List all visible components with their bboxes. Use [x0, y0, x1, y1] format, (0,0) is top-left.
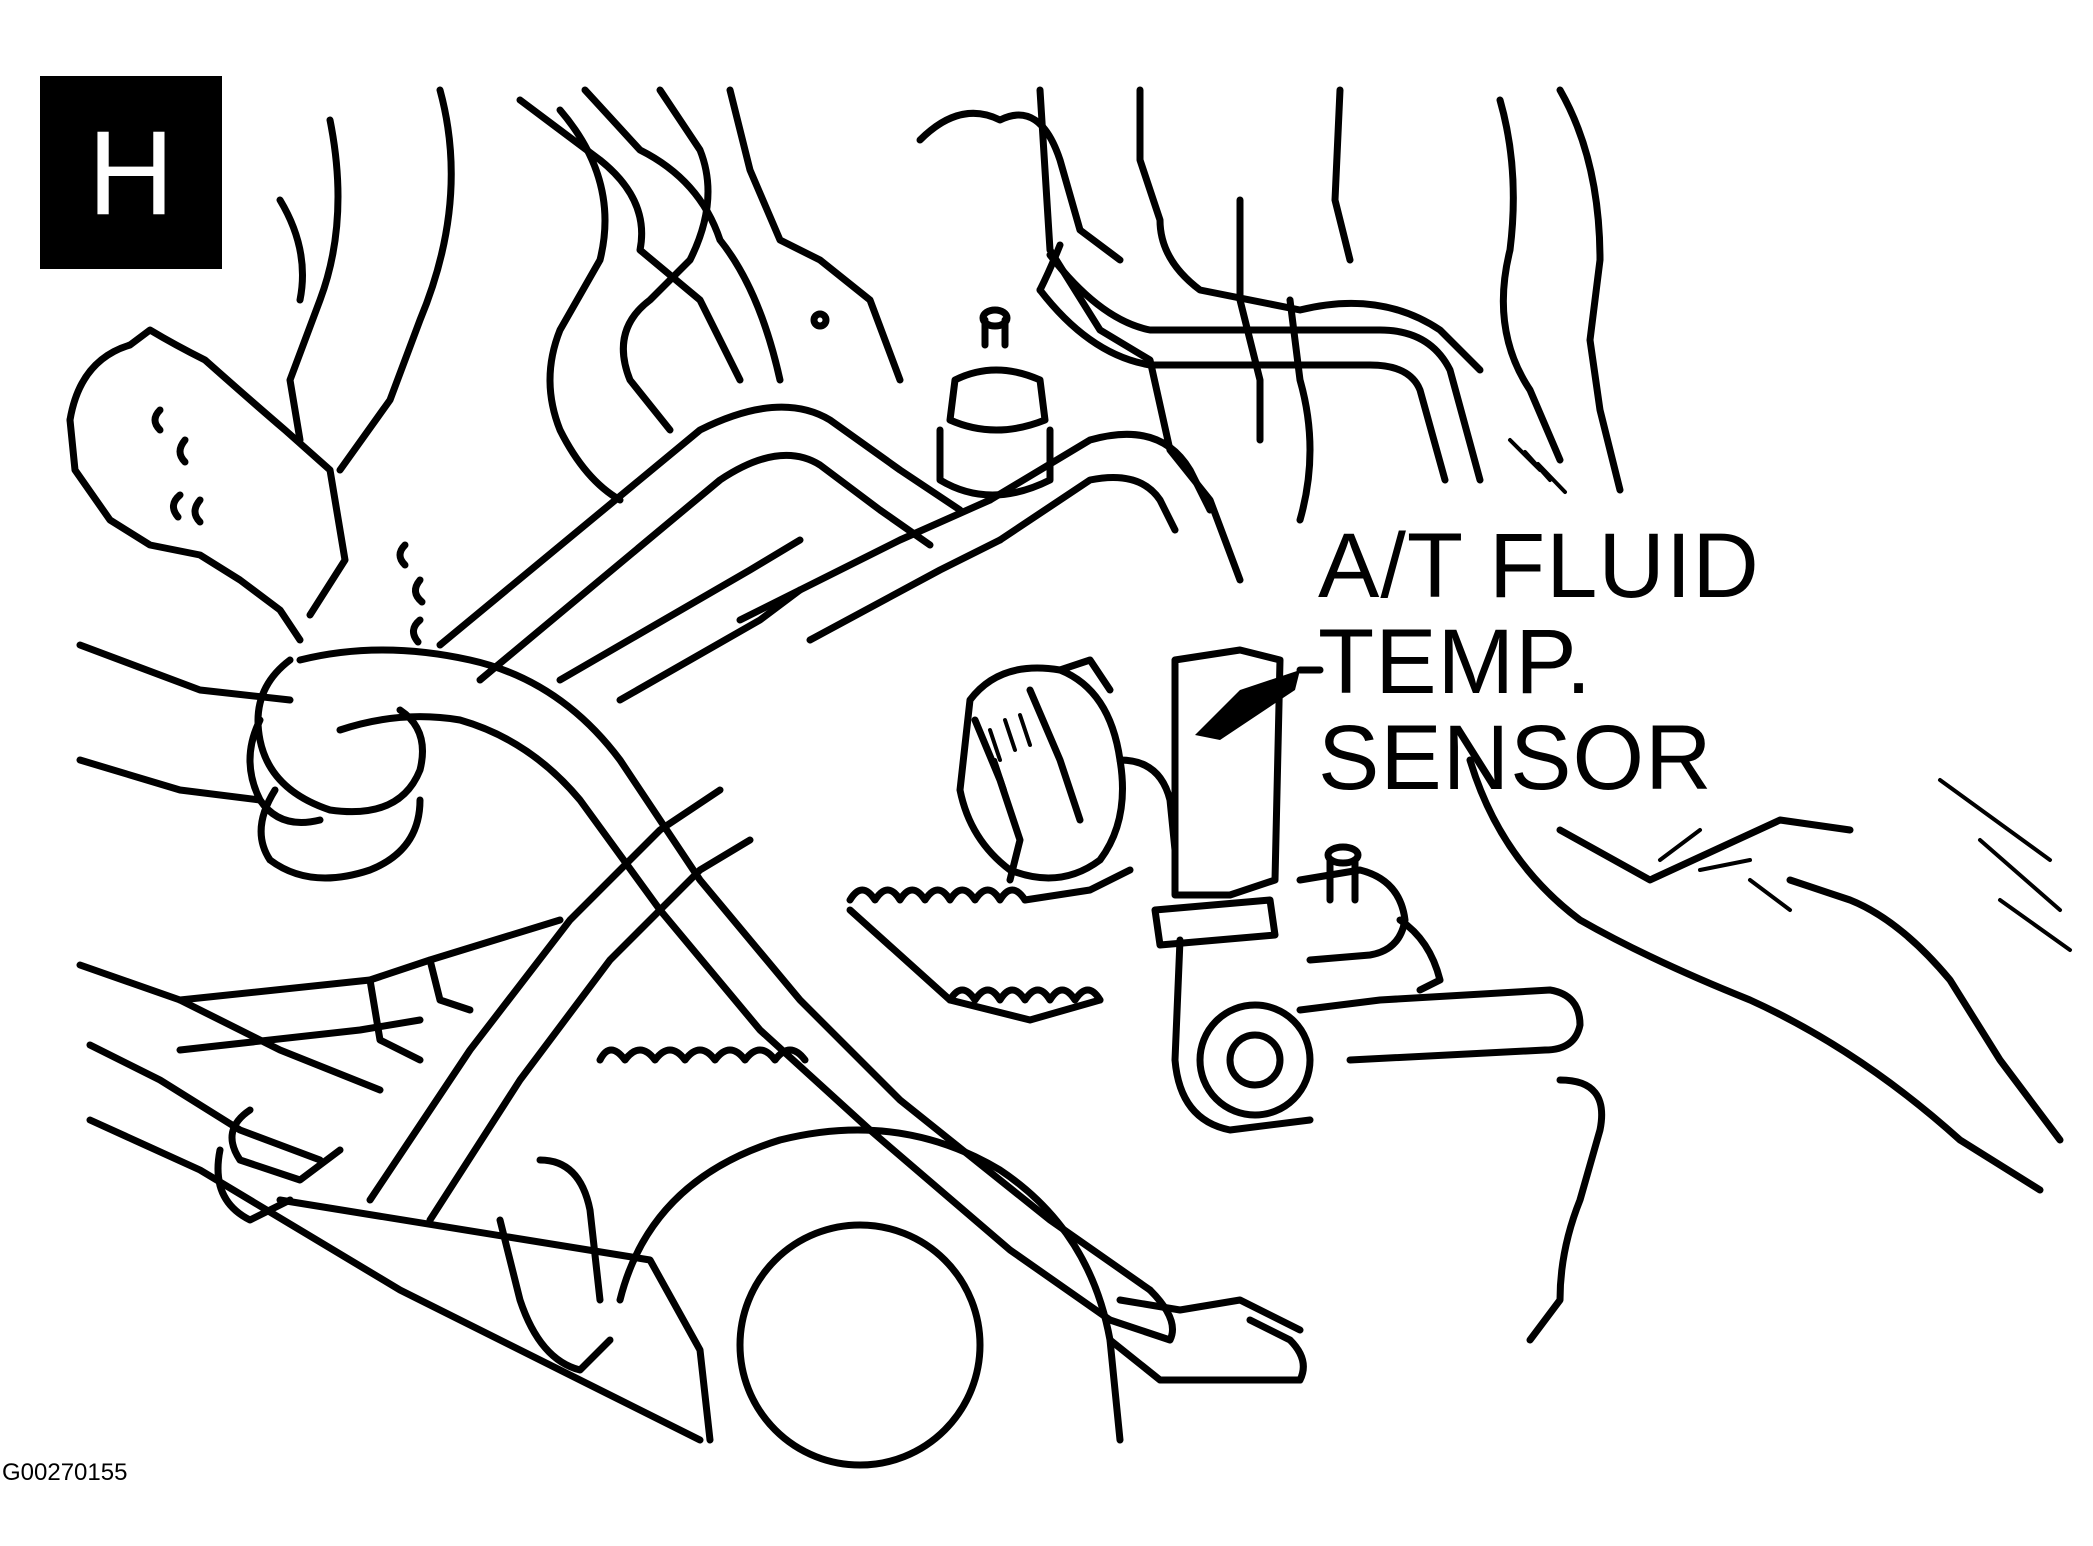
left-bracket	[66, 326, 426, 646]
right-housing	[1466, 756, 2072, 1344]
crossing-hose	[296, 646, 1176, 1344]
callout-line-1: A/T FLUID	[1318, 515, 1760, 617]
callout-line-2: TEMP.	[1318, 611, 1593, 713]
serrated-boot	[596, 866, 1134, 1064]
sensor-body	[956, 656, 1179, 884]
upper-studs	[810, 306, 1054, 499]
harness-pipe	[1036, 241, 1484, 484]
mount-bracket	[1151, 646, 1584, 1134]
figure-id: G00270155	[2, 1459, 128, 1486]
frame-rails	[76, 916, 704, 1444]
callout-arrow	[1195, 666, 1324, 740]
sensor-callout-label: A/T FLUID TEMP. SENSOR	[1318, 518, 1760, 806]
panel-label-badge: H	[40, 76, 222, 269]
upper-background	[276, 86, 1624, 584]
callout-line-3: SENSOR	[1318, 707, 1713, 809]
panel-label: H	[87, 105, 175, 240]
hose-clamp	[76, 641, 426, 882]
lower-pulley	[276, 1126, 1307, 1469]
diagonal-hoses	[436, 403, 1214, 704]
